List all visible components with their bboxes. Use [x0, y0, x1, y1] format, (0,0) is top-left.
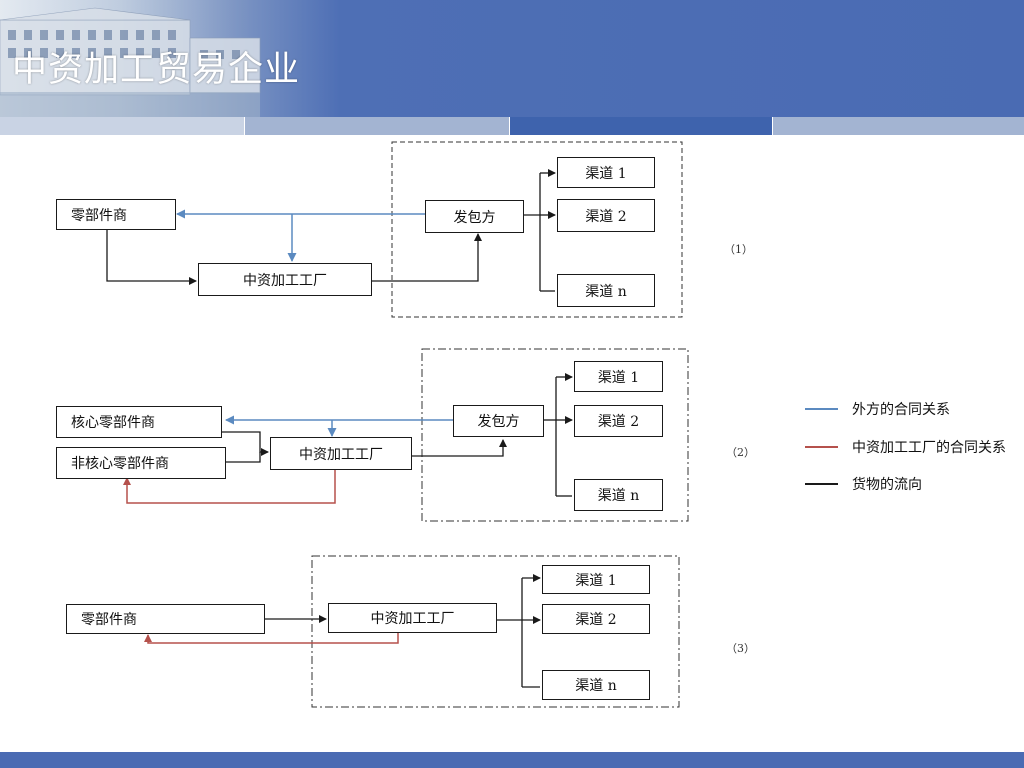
d2-contractor-label: 发包方: [477, 414, 520, 430]
legend-label-factory: 中资加工工厂的合同关系: [852, 440, 1006, 456]
d1-goods-factory-contractor: [372, 233, 482, 282]
d2-contractor-box: 发包方: [453, 405, 544, 437]
legend-label-foreign: 外方的合同关系: [852, 402, 950, 418]
d1-channel2-box: 渠道 2: [557, 199, 655, 232]
diagram1-connectors: [106, 169, 556, 292]
d3-supplier-label: 零部件商: [81, 612, 137, 628]
d3-channel1-label: 渠道 1: [575, 572, 617, 589]
d2-goods-noncore-factory: [226, 452, 261, 463]
d1-contractor-label: 发包方: [453, 209, 496, 226]
d2-factory-box: 中资加工工厂: [270, 437, 412, 470]
d1-caption: （1）: [724, 243, 753, 256]
enclosure-3: [311, 555, 680, 708]
diagram2-connectors: [123, 373, 573, 504]
d3-contract-factory-supplier: [144, 632, 399, 644]
d3-factory-label: 中资加工工厂: [370, 611, 455, 627]
footer-bar: [0, 752, 1024, 768]
slide-title: 中资加工贸易企业: [12, 50, 301, 90]
d2-channel1-box: 渠道 1: [574, 361, 663, 392]
header-banner: 中资加工贸易企业: [0, 0, 1024, 117]
campus-building-image: [0, 0, 340, 117]
header-strip: [0, 117, 1024, 135]
d1-channeln-box: 渠道 n: [557, 274, 655, 307]
d1-contractor-box: 发包方: [425, 200, 524, 233]
d2-channel1-label: 渠道 1: [597, 369, 640, 386]
d3-factory-box: 中资加工工厂: [328, 603, 497, 633]
d2-factory-label: 中资加工工厂: [299, 446, 383, 463]
d2-contract-factory-noncore: [123, 470, 336, 504]
d2-channel2-box: 渠道 2: [574, 405, 663, 437]
d3-channel1-box: 渠道 1: [542, 565, 650, 594]
d2-core-supplier-label: 核心零部件商: [71, 415, 155, 431]
d1-factory-box: 中资加工工厂: [198, 263, 372, 296]
d2-channeln-label: 渠道 n: [597, 488, 640, 504]
d1-channel1-label: 渠道 1: [585, 165, 627, 182]
d1-channeln-label: 渠道 n: [585, 283, 627, 300]
d2-goods-core-factory: [221, 431, 269, 456]
d2-core-supplier-box: 核心零部件商: [56, 406, 222, 438]
d2-goods-factory-contractor: [412, 439, 507, 457]
d1-supplier-label: 零部件商: [71, 207, 127, 224]
diagram3-connectors: [144, 574, 541, 688]
d2-caption: （2）: [726, 446, 755, 459]
legend-label-goods: 货物的流向: [852, 477, 922, 493]
d3-channeln-label: 渠道 n: [575, 678, 617, 694]
d1-supplier-box: 零部件商: [56, 199, 176, 230]
d3-caption: （3）: [726, 642, 755, 655]
d3-channel2-label: 渠道 2: [575, 612, 617, 628]
d2-channeln-box: 渠道 n: [574, 479, 663, 511]
d3-channel2-box: 渠道 2: [542, 604, 650, 634]
d3-supplier-box: 零部件商: [66, 604, 265, 634]
d2-channel2-label: 渠道 2: [597, 414, 640, 430]
d1-channel2-label: 渠道 2: [585, 208, 627, 225]
d2-noncore-supplier-label: 非核心零部件商: [71, 456, 169, 472]
enclosure-1: [391, 141, 683, 318]
d3-channeln-box: 渠道 n: [542, 670, 650, 700]
d2-noncore-supplier-box: 非核心零部件商: [56, 447, 226, 479]
d1-channel1-box: 渠道 1: [557, 157, 655, 188]
enclosure-2: [421, 348, 689, 522]
d1-factory-label: 中资加工工厂: [243, 272, 327, 289]
d1-goods-supplier-factory: [106, 229, 197, 285]
